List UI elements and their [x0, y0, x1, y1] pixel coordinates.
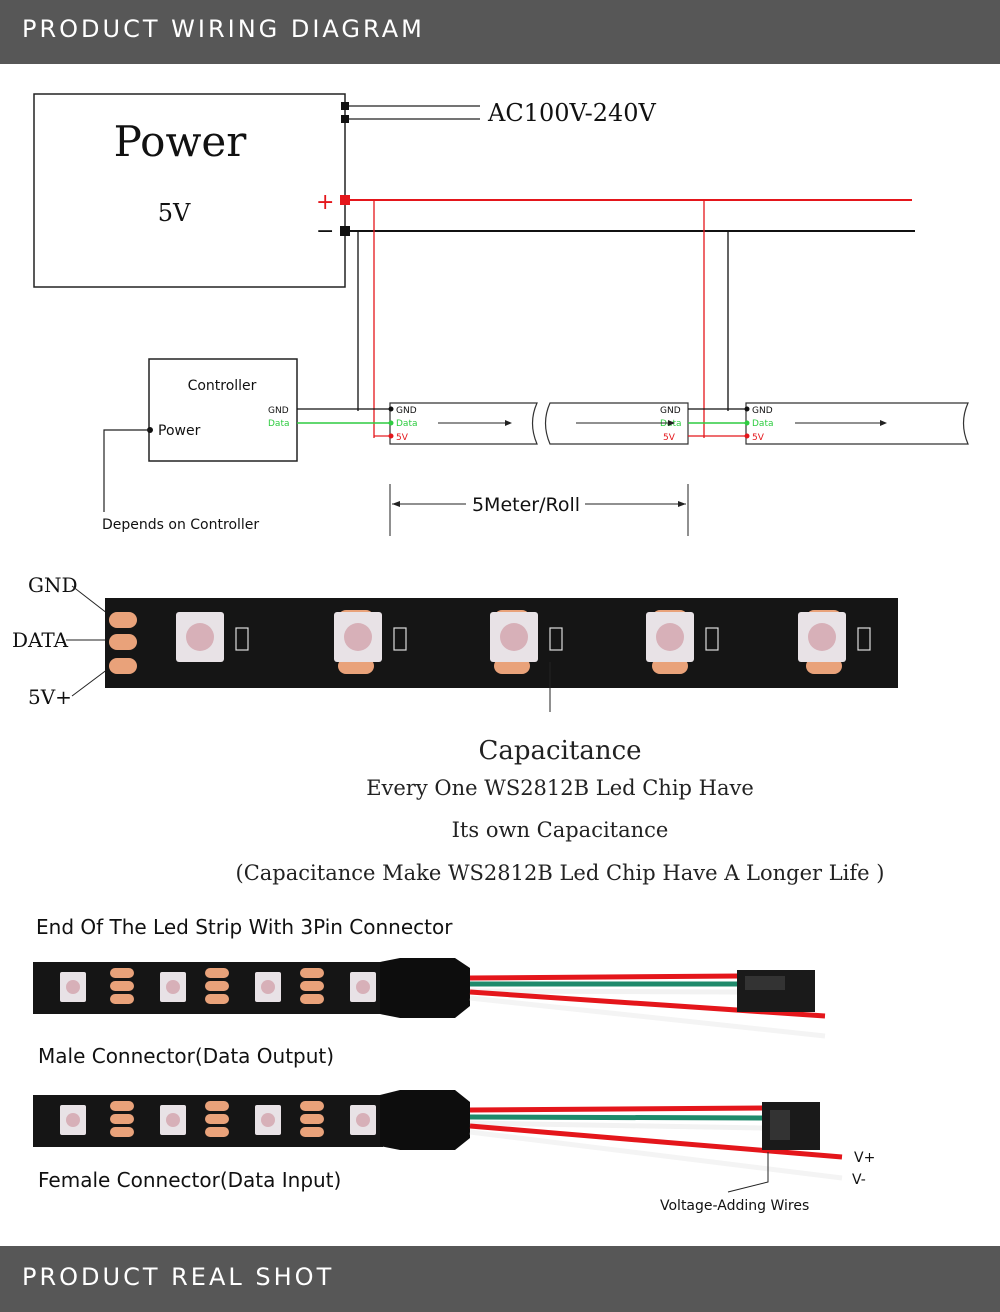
controller-box — [148, 358, 298, 462]
mini-led-chip — [160, 972, 186, 1002]
vplus-label: V+ — [854, 1150, 875, 1166]
banner-title-wiring: PRODUCT WIRING DIAGRAM — [22, 15, 425, 43]
mini-led-chip — [60, 1105, 86, 1135]
minus-sign: − — [316, 219, 334, 244]
capacitance-line-3: (Capacitance Make WS2812B Led Chip Have … — [235, 861, 885, 885]
male-connector-label: Male Connector(Data Output) — [38, 1044, 335, 1068]
mini-led-chip — [350, 1105, 376, 1135]
led-chip — [798, 612, 871, 662]
controller-gnd-pin: GND — [268, 406, 289, 416]
capacitance-line-1: Every One WS2812B Led Chip Have — [366, 776, 754, 800]
connector-heading: End Of The Led Strip With 3Pin Connector — [36, 915, 453, 939]
strip1-data: Data — [396, 419, 418, 429]
controller-label: Controller — [188, 378, 257, 394]
mini-led-chip — [255, 1105, 281, 1135]
banner-title-real-shot: PRODUCT REAL SHOT — [22, 1263, 335, 1291]
strip-vplus-label: 5V+ — [28, 685, 72, 709]
roll-length-label: 5Meter/Roll — [472, 494, 580, 516]
controller-data-pin: Data — [268, 419, 290, 429]
top-banner: PRODUCT WIRING DIAGRAM — [0, 0, 1000, 64]
strip3-gnd: GND — [752, 406, 773, 416]
strip-units — [109, 610, 871, 674]
power-box-title: Power — [114, 117, 248, 166]
controller-power-label: Power — [158, 423, 201, 439]
strip2-5v: 5V — [663, 433, 676, 443]
led-strip-closeup: GND DATA 5V+ — [12, 573, 898, 712]
strip1-5v: 5V — [396, 433, 409, 443]
power-box-voltage: 5V — [158, 199, 191, 227]
ac-input-label: AC100V-240V — [487, 99, 657, 127]
plus-sign: + — [316, 190, 334, 215]
wiring-diagram: Power 5V AC100V-240V + − Controller Powe… — [33, 93, 969, 536]
power-supply-box — [33, 93, 346, 288]
controller-depends-label: Depends on Controller — [102, 517, 259, 533]
strip3-data: Data — [752, 419, 774, 429]
strip-gnd-label: GND — [28, 573, 78, 597]
capacitance-line-2: Its own Capacitance — [451, 818, 669, 842]
mini-led-chip — [60, 972, 86, 1002]
strip-data-label: DATA — [12, 628, 69, 652]
mini-led-chip — [350, 972, 376, 1002]
vminus-label: V- — [852, 1172, 866, 1188]
strip2-gnd: GND — [660, 406, 681, 416]
mini-led-chip — [160, 1105, 186, 1135]
bottom-banner: PRODUCT REAL SHOT — [0, 1246, 1000, 1312]
strip1-gnd: GND — [396, 406, 417, 416]
voltage-wires-label: Voltage-Adding Wires — [660, 1198, 809, 1214]
capacitance-title: Capacitance — [478, 736, 642, 766]
strip3-5v: 5V — [752, 433, 765, 443]
strip-segment-3 — [745, 402, 969, 445]
mini-led-chip — [255, 972, 281, 1002]
female-connector-label: Female Connector(Data Input) — [38, 1168, 342, 1192]
strip-segment-1 — [389, 402, 538, 445]
strip-segment-2 — [544, 402, 689, 445]
connector-photos: V+ V- Voltage-Adding Wires — [33, 958, 875, 1214]
